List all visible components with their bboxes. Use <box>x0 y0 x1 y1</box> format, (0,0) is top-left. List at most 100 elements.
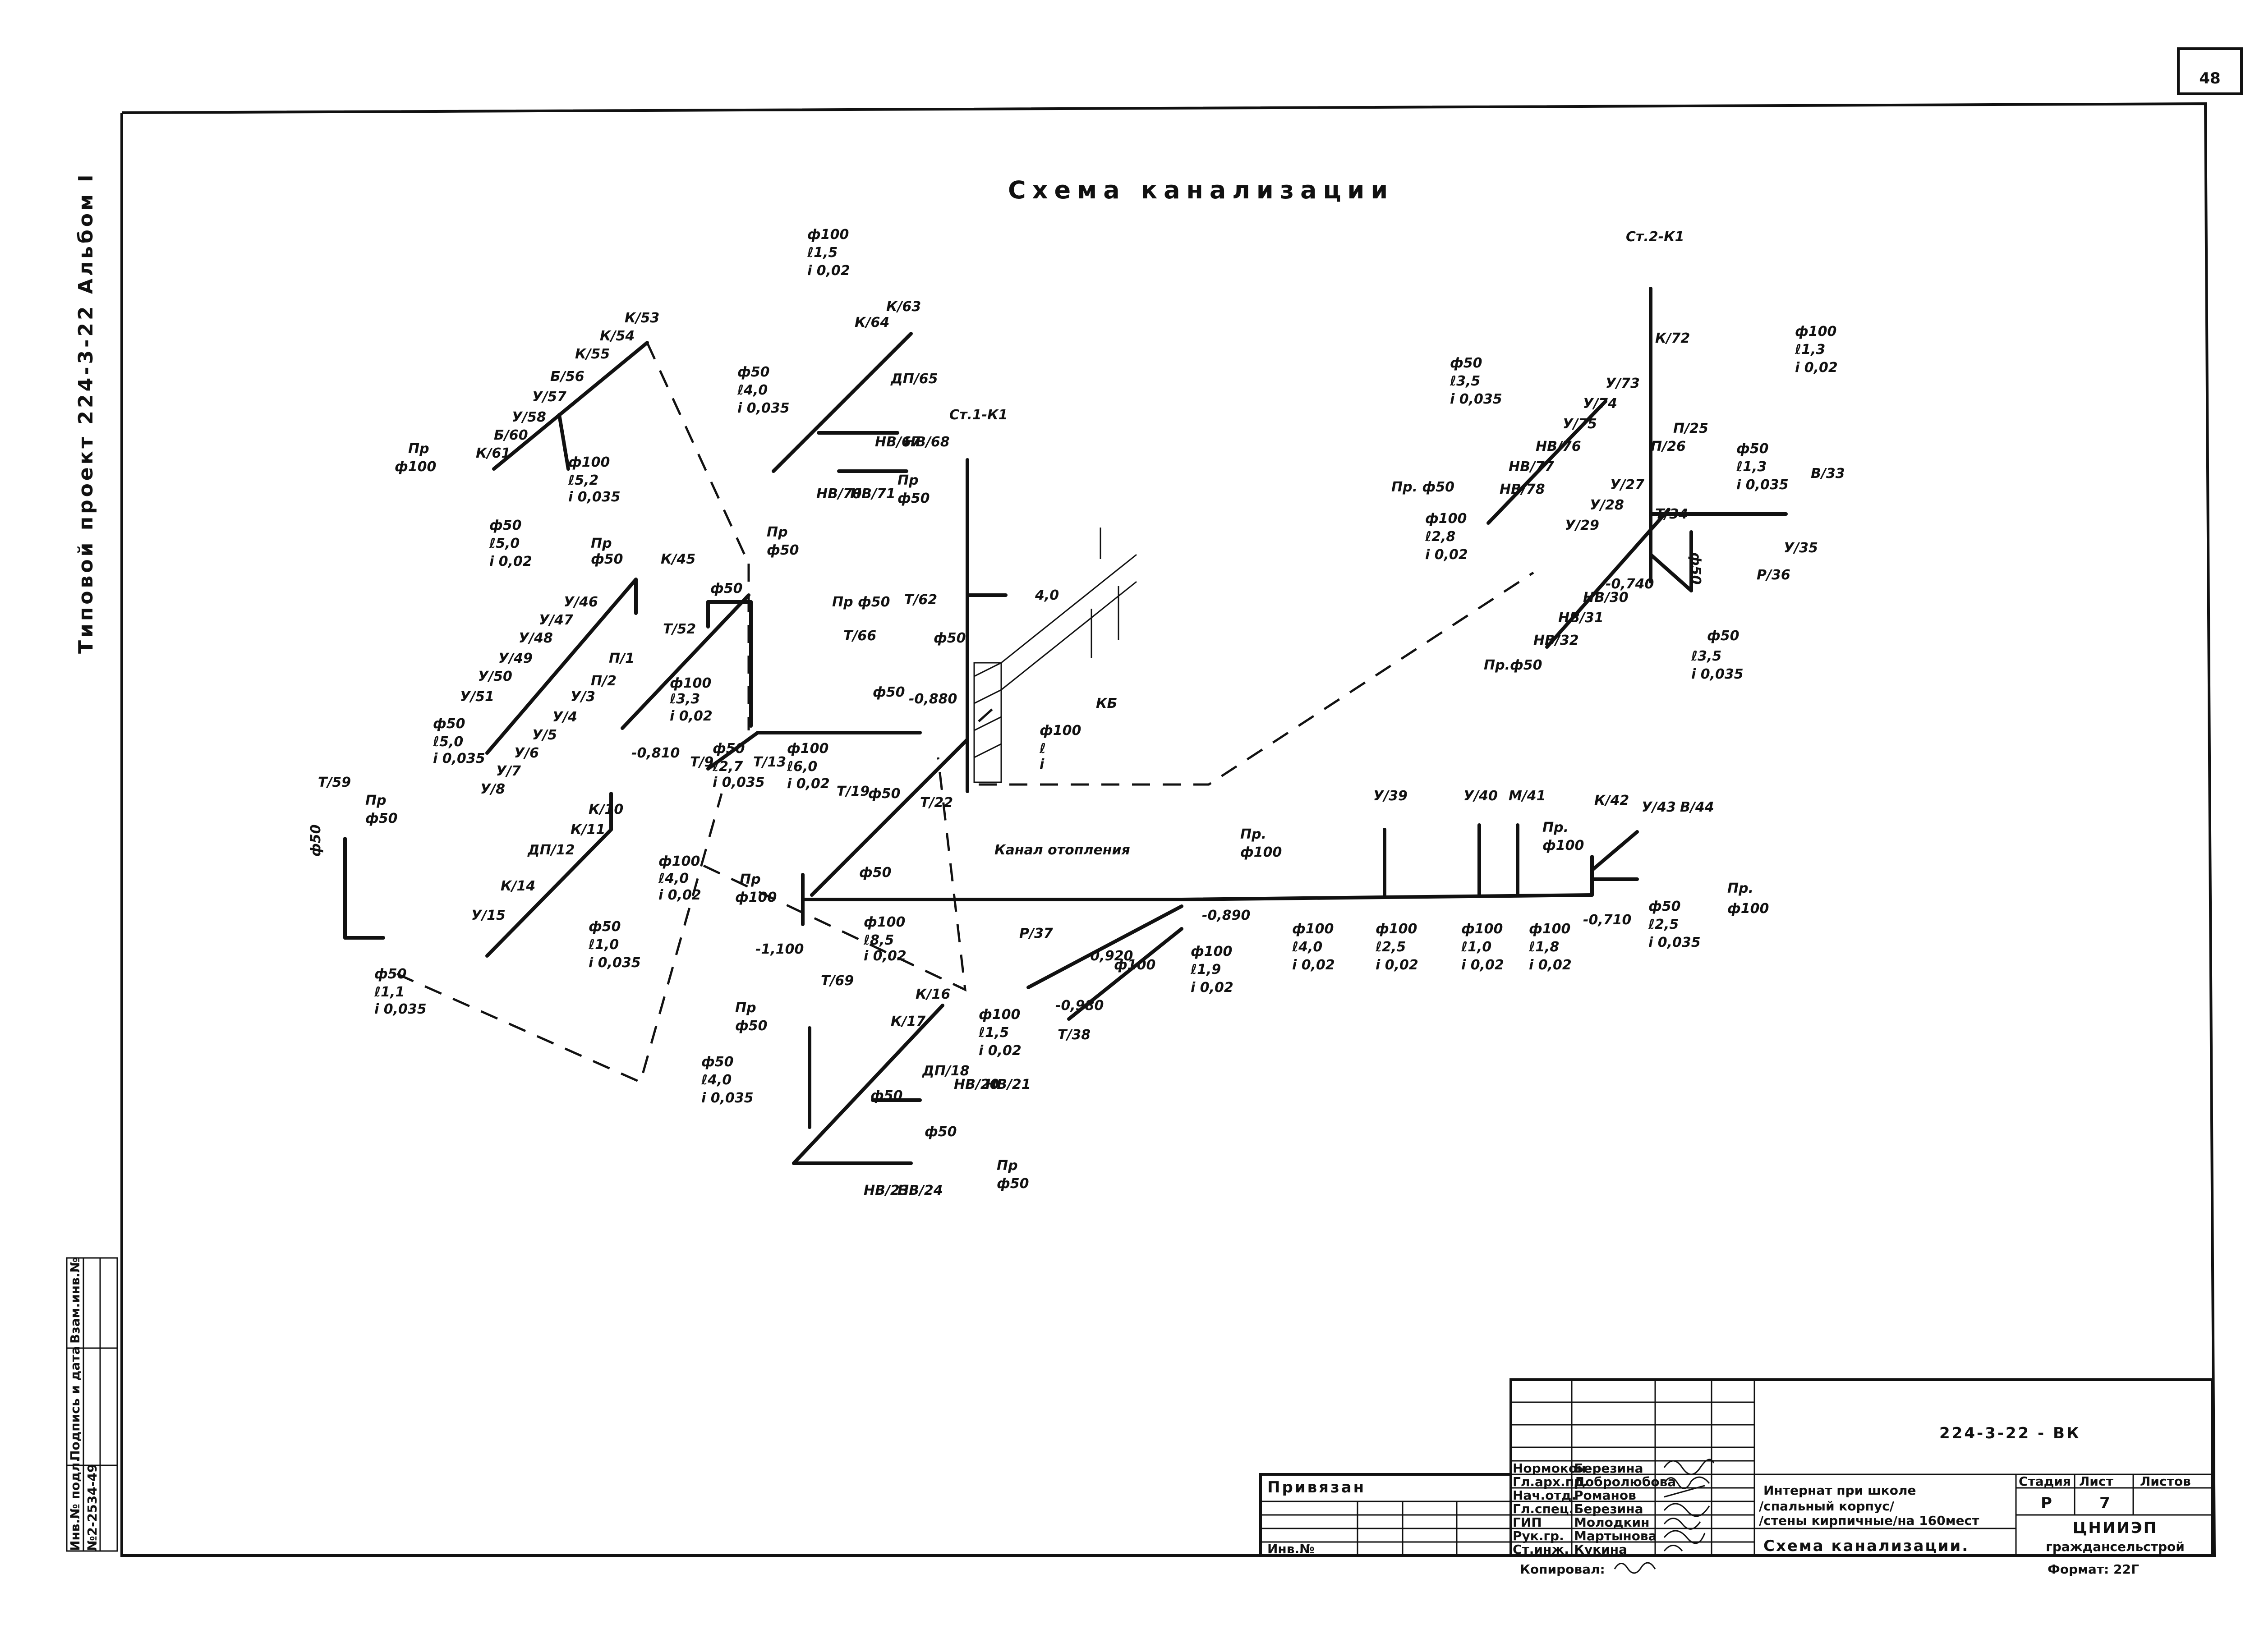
svg-text:Подпись и дата: Подпись и дата <box>68 1346 83 1461</box>
pipe-label: ф50 <box>1707 628 1740 644</box>
pipe-label: Пр <box>767 524 788 540</box>
fixture-label: У/6 <box>514 745 539 761</box>
pipe-label: ф100 <box>568 454 610 470</box>
fixture-label: У/29 <box>1565 518 1599 533</box>
pipe-label: i 0,035 <box>1450 391 1502 407</box>
doc-code: 224-3-22 - ВК <box>1939 1424 2081 1442</box>
fixture-label: У/15 <box>471 908 506 923</box>
pipe-label: ℓ <box>1039 741 1046 757</box>
pipe-label: ф50 <box>489 518 522 533</box>
pipe-label: ф100 <box>395 459 436 475</box>
fixture-label: Т/34 <box>1655 506 1688 522</box>
pipe-label: ф100 <box>787 741 828 757</box>
pipe-label: ℓ3,3 <box>669 691 700 707</box>
pipe-label: i 0,02 <box>1795 360 1838 376</box>
pipe-label: Пр. <box>1727 881 1753 896</box>
fixture-label: К/55 <box>575 346 610 362</box>
fixture-label: НВ/78 <box>1500 482 1545 497</box>
pipe-label: Пр <box>897 473 919 488</box>
role-label: Нормокон <box>1513 1461 1586 1476</box>
page-number: 48 <box>2199 69 2220 87</box>
fixture-label: Т/13 <box>753 754 786 770</box>
fixture-label: К/45 <box>661 551 695 567</box>
pipe-label: i 0,02 <box>1461 957 1504 973</box>
person-name: Молодкин <box>1574 1515 1649 1530</box>
pipe-label: Пр <box>408 441 429 457</box>
level-mark: -0,920 <box>1085 948 1133 964</box>
signature <box>1663 1503 1710 1517</box>
pipe-label: Пр <box>997 1158 1018 1174</box>
svg-text:Инв.№ подл.: Инв.№ подл. <box>68 1458 83 1551</box>
role-label: Ст.инж. <box>1513 1542 1569 1557</box>
pipe-label: i 0,02 <box>658 887 701 903</box>
fixture-label: М/41 <box>1509 788 1546 804</box>
pipe-label: ф50 <box>1736 441 1769 457</box>
pipe-label: ф50 <box>873 684 905 700</box>
pipe-label: ф50 <box>591 551 623 567</box>
format-label: Формат: 22Г <box>2048 1562 2139 1577</box>
pipe-label: ф50 <box>710 581 743 597</box>
fixture-label: ДП/12 <box>527 842 575 858</box>
level-mark: -0,810 <box>631 745 680 761</box>
level-mark: -0,710 <box>1583 912 1631 928</box>
pipe-label: ℓ6,0 <box>787 759 817 775</box>
pipe-label: Пр <box>735 1000 756 1016</box>
pipe-label: ℓ2,5 <box>1375 939 1406 955</box>
pipe-label: ф100 <box>1727 901 1769 917</box>
pipe-label: i 0,02 <box>1376 957 1418 973</box>
pipe-label: ℓ2,7 <box>712 759 743 775</box>
fixture-label: П/2 <box>591 673 617 689</box>
fixture-label: К/10 <box>589 802 623 817</box>
fixture-label: У/35 <box>1784 540 1818 556</box>
fixture-label: Т/59 <box>318 775 351 790</box>
pipe-label: ℓ1,9 <box>1190 962 1221 977</box>
pipe-label: ф50 <box>737 364 770 380</box>
sheet-header: Лист <box>2079 1474 2113 1489</box>
copier-signature <box>1614 1562 1656 1574</box>
fixture-label: У/8 <box>480 781 505 797</box>
pipe-label: Пр <box>365 793 387 808</box>
pipe-label: ф100 <box>979 1007 1020 1023</box>
signature <box>1663 1518 1701 1530</box>
pipe-label: ℓ1,5 <box>978 1025 1009 1041</box>
pipe-label: i 0,035 <box>374 1001 427 1017</box>
kb-label: КБ <box>1096 696 1117 711</box>
pipe-label: ф50 <box>859 865 892 881</box>
fixture-label: Т/52 <box>663 621 696 637</box>
pipe-label: i 0,035 <box>1648 935 1701 950</box>
fixture-label: НВ/30 <box>1583 590 1629 606</box>
pipe-label: ф50 <box>713 741 745 757</box>
riser-st1-label: Ст.1-К1 <box>949 407 1008 423</box>
side-stamp: Инв.№ подл. Подпись и дата Взам.инв.№ №2… <box>66 1257 118 1552</box>
project-name-line: /спальный корпус/ <box>1759 1499 1895 1514</box>
pipe-label: ℓ1,5 <box>807 245 838 261</box>
pipe-label: ф50 <box>374 966 407 982</box>
fixture-label: К/17 <box>891 1014 925 1029</box>
sheet-name: Схема канализации. <box>1763 1537 1969 1555</box>
fixture-label: У/74 <box>1583 396 1617 412</box>
fixture-label: К/63 <box>886 299 921 315</box>
pipe-label: ф50 <box>925 1124 957 1140</box>
pipe-label: ф50 <box>589 919 621 935</box>
fixture-label: К/16 <box>916 987 950 1002</box>
fixture-label: У/75 <box>1563 416 1597 432</box>
pipe-label: ф100 <box>1795 324 1836 340</box>
pipe-label: ф100 <box>1529 921 1570 937</box>
fixture-label: НВ/23 <box>864 1183 909 1198</box>
pipe-label: Пр <box>591 536 612 551</box>
pipe-label: ф100 <box>807 227 849 243</box>
fixture-label: У/43 <box>1642 799 1676 815</box>
fixture-label: К/54 <box>600 328 635 344</box>
fixture-label: Т/62 <box>904 592 937 608</box>
pipe-label: Пр <box>740 872 761 887</box>
pipe-label: i 0,02 <box>489 554 532 569</box>
fixture-label: П/1 <box>609 651 635 666</box>
pipe-label: ℓ5,2 <box>568 473 598 488</box>
pipe-label: ф100 <box>670 675 711 691</box>
fixture-label: К/11 <box>571 822 605 838</box>
pipe-label: i <box>1040 757 1045 772</box>
pipe-label: ф50 <box>1648 899 1681 914</box>
pipe-label: ℓ1,0 <box>588 937 619 953</box>
fixture-label: НВ/68 <box>904 434 950 450</box>
fixture-label: Р/37 <box>1019 926 1053 941</box>
